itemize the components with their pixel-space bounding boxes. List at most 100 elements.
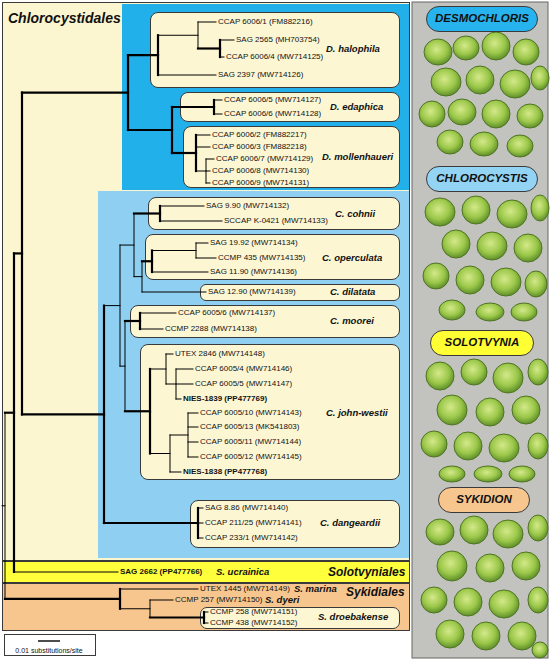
algal-cell <box>531 66 549 90</box>
species-name: C. dilatata <box>330 287 375 297</box>
algal-cell <box>514 234 542 262</box>
algal-cell <box>500 70 530 98</box>
strain-label: CCMP 438 (MW714152) <box>210 619 297 627</box>
algal-cell <box>472 622 500 650</box>
strain-label: CCAP 6005/5 (MW714147) <box>195 380 292 388</box>
species-name: D. edaphica <box>330 102 383 112</box>
algal-cell <box>489 590 519 618</box>
algal-cell <box>491 268 521 296</box>
genus-name: SYKIDION <box>456 494 512 506</box>
algal-cell <box>436 620 464 648</box>
species-box: SAG 8.86 (MW714140)CCAP 211/25 (MW714141… <box>190 500 400 548</box>
algal-cell <box>424 39 452 65</box>
algal-cell <box>426 362 454 390</box>
micrograph-panel <box>412 2 548 658</box>
algal-cell <box>525 271 547 297</box>
algal-cell <box>482 100 510 128</box>
scale-bar-box: 0.01 substitutions/site <box>4 634 96 656</box>
genus-label: SYKIDION <box>438 487 530 513</box>
algal-cell <box>531 195 549 221</box>
strain-label: CCAP 6006/2 (FM882217) <box>212 131 307 139</box>
strain-label: SAG 2662 (PP477766) <box>120 568 202 576</box>
micrograph-cells <box>419 32 549 658</box>
genus-name: DESMOCHLORIS <box>435 13 529 25</box>
algal-cell <box>476 303 504 321</box>
species-name: C. john-westii <box>326 408 388 418</box>
species-box: CCMP 258 (MW714151) CCMP 438 (MW714152) S.… <box>200 607 400 629</box>
strain-label: SAG 11.90 (MW714136) <box>210 268 297 276</box>
strain-label: NIES-1838 (PP477768) <box>183 468 267 476</box>
strain-label: CCAP 6005/4 (MW714146) <box>195 365 292 373</box>
algal-cell <box>419 101 445 127</box>
algal-cell <box>421 587 447 613</box>
algal-cell <box>439 300 465 320</box>
genus-label: CHLOROCYSTIS <box>426 166 538 192</box>
algal-cell <box>497 200 527 228</box>
algal-cell <box>507 135 533 157</box>
algal-cell <box>462 196 490 224</box>
algal-cell <box>477 232 507 260</box>
algal-cell <box>456 266 484 294</box>
species-box: CCAP 6006/1 (FM882216)SAG 2565 (MH703754… <box>150 12 400 88</box>
algal-cell <box>508 622 536 650</box>
order-band: ChlorocystidalesCCAP 6006/1 (FM882216)SA… <box>2 2 410 561</box>
algal-cell <box>437 130 463 154</box>
algal-cell <box>528 433 548 459</box>
strain-label: CCAP 6006/3 (FM882218) <box>212 143 307 151</box>
strain-label: CCAP 6006/9 (MW714131) <box>212 179 309 187</box>
strain-label: SAG 8.86 (MW714140) <box>205 504 288 512</box>
algal-cell <box>437 395 467 425</box>
strain-label: SAG 19.92 (MW714134) <box>210 239 298 247</box>
species-box: CCAP 6006/5 (MW714127)CCAP 6006/6 (MW714… <box>180 92 400 122</box>
algal-cell <box>528 587 548 613</box>
order-band: SAG 2662 (PP477766)S. ucrainicaSolotvyni… <box>2 561 410 583</box>
algal-cell <box>439 466 465 482</box>
strain-label: CCAP 6006/1 (FM882216) <box>218 18 313 26</box>
genus-name: SOLOTVYNIA <box>445 337 520 349</box>
strain-label: UTEX 2846 (MW714148) <box>175 350 265 358</box>
strain-label: CCAP 6006/7 (MW714129) <box>216 155 313 163</box>
strain-label: SAG 12.90 (MW714139) <box>208 288 296 296</box>
strain-label: CCAP 6006/8 (MW714130) <box>212 167 309 175</box>
strain-label: CCAP 6006/4 (MW714125) <box>226 53 323 61</box>
algal-cell <box>466 66 494 94</box>
species-box: CCAP 6006/2 (FM882217) CCAP 6006/3 (FM882… <box>183 126 400 188</box>
algal-cell <box>528 515 548 541</box>
species-name: S. dyeri <box>265 595 299 605</box>
species-name: C. operculata <box>322 253 382 263</box>
algal-cell <box>489 434 519 462</box>
algal-cell <box>453 36 479 60</box>
algal-cell <box>460 516 488 544</box>
algal-cell <box>461 359 487 385</box>
strain-label: SAG 2397 (MW714126) <box>218 71 303 79</box>
algal-cell <box>474 466 502 482</box>
algal-cell <box>493 520 523 548</box>
algal-cell <box>442 230 470 258</box>
algal-cell <box>532 642 548 658</box>
strain-label: CCAP 233/1 (MW714142) <box>205 534 298 542</box>
species-name: S. droebakense <box>318 612 388 622</box>
algal-cell <box>454 432 482 460</box>
strain-label: SAG 9.90 (MW714132) <box>206 202 289 210</box>
strain-label: NIES-1839 (PP477769) <box>183 395 267 403</box>
species-box: CCAP 6005/6 (MW714137)CCMP 2288 (MW71413… <box>130 305 400 338</box>
algal-cell <box>437 551 467 581</box>
algal-cell <box>512 552 540 580</box>
algal-cell <box>509 466 535 482</box>
species-name: S. ucrainica <box>216 567 269 577</box>
species-box: SAG 12.90 (MW714139) C. dilatata <box>200 284 400 301</box>
strain-label: CCAP 6005/13 (MK541803) <box>200 423 299 431</box>
algal-cell <box>528 359 548 385</box>
algal-cell <box>470 132 498 156</box>
strain-label: SCCAP K-0421 (MW714133) <box>224 217 328 225</box>
strain-label: CCAP 6005/12 (MW714145) <box>200 453 302 461</box>
strain-label: CCMP 258 (MW714151) <box>210 608 297 616</box>
strain-label: CCAP 6006/6 (MW714128) <box>224 110 321 118</box>
genus-label: DESMOCHLORIS <box>426 6 538 32</box>
genus-label: SOLOTVYNIA <box>430 330 534 356</box>
algal-cell <box>426 519 454 545</box>
algal-cell <box>448 99 476 125</box>
algal-cell <box>476 554 504 582</box>
algal-cell <box>482 32 510 60</box>
algal-cell <box>517 104 543 128</box>
